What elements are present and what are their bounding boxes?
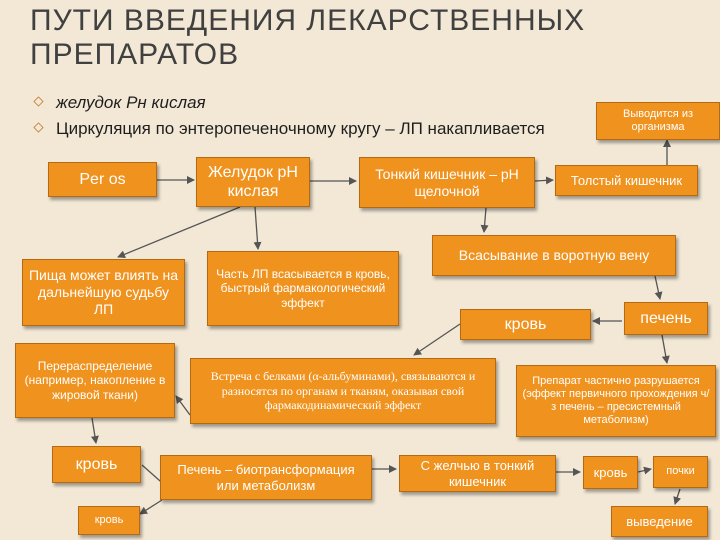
node-liver-biotransformation: Печень – биотрансформация или метаболизм: [160, 455, 372, 500]
node-blood: кровь: [583, 456, 638, 489]
node-blood: кровь: [460, 309, 591, 340]
arrow-kidneys-to-elimination: [673, 488, 682, 505]
arrow-blood-to-kidneys: [637, 466, 652, 475]
node-proteins: Встреча с белками (α-альбуминами), связы…: [190, 358, 496, 424]
arrow-liver-bio-to-blood: [139, 499, 163, 515]
node-partial-absorb: Часть ЛП всасывается в кровь, быстрый фа…: [207, 251, 399, 326]
node-excreted: Выводится из организма: [596, 102, 720, 140]
node-first-pass: Препарат частично разрушается (эффект пе…: [516, 365, 716, 437]
node-bile: С желчью в тонкий кишечник: [399, 455, 556, 492]
bullet-list: желудок Рн кислая Циркуляция по энтеропе…: [33, 90, 545, 142]
arrow-portal-to-liver: [654, 275, 663, 300]
node-food: Пища может влиять на дальнейшую судьбу Л…: [22, 259, 185, 326]
bullet-text: желудок Рн кислая: [56, 93, 206, 112]
arrow-liver-to-first-pass: [661, 334, 670, 364]
arrow-small-to-large-intestine: [534, 176, 554, 185]
node-blood: кровь: [52, 446, 141, 483]
arrow-stomach-to-partial: [253, 206, 262, 250]
node-portal: Всасывание в воротную вену: [432, 235, 676, 276]
bullet-text: Циркуляция по энтеропеченочному кругу – …: [56, 119, 545, 138]
node-redistribution: Перераспределение (например, накопление …: [15, 343, 175, 418]
arrow-small-intestine-to-portal: [480, 207, 489, 233]
node-small-intestine: Тонкий кишечник – рН щелочной: [359, 157, 535, 208]
node-stomach: Желудок рН кислая: [196, 157, 310, 207]
bullet-item: желудок Рн кислая: [33, 90, 545, 116]
arrow-stomach-to-food: [117, 206, 241, 259]
node-large-intestine: Толстый кишечник: [555, 165, 698, 196]
slide-title: ПУТИ ВВЕДЕНИЯ ЛЕКАРСТВЕННЫХ ПРЕПАРАТОВ: [30, 4, 586, 71]
arrow-blood-to-proteins: [413, 323, 461, 356]
arrow-redistribution-to-blood: [90, 417, 99, 444]
bullet-item: Циркуляция по энтеропеченочному кругу – …: [33, 116, 545, 142]
node-blood: кровь: [78, 506, 140, 535]
arrow-proteins-to-redistribution: [175, 395, 191, 416]
node-kidneys: почки: [653, 456, 708, 488]
node-liver: печень: [624, 302, 708, 335]
node-per-os: Per os: [48, 162, 157, 197]
node-elimination: выведение: [611, 506, 708, 537]
